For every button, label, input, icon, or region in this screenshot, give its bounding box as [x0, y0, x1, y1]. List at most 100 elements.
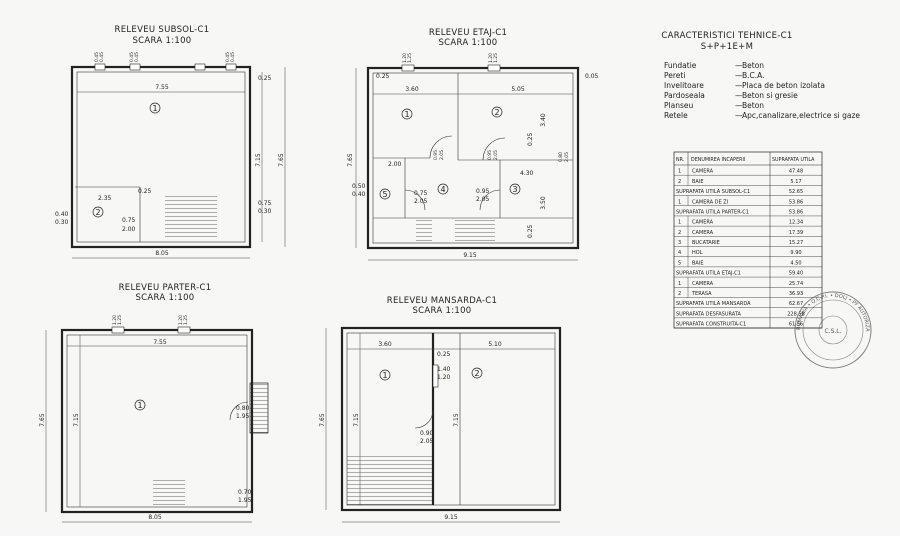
dim-label: 2.05 — [564, 152, 570, 162]
mansarda-inner-wall — [346, 332, 556, 506]
table-cell-nr: 3 — [678, 240, 681, 246]
dim-label: 8.05 — [148, 514, 162, 521]
etaj-window-1 — [401, 64, 415, 72]
parter-door-swing — [229, 401, 249, 421]
dim-label: 0.80 — [558, 152, 564, 162]
stamp-inner-ring — [802, 299, 864, 361]
plan-mansarda: RELEVEU MANSARDA-C1 SCARA 1:100 3.60 5.1… — [319, 296, 562, 523]
table-cell-total: SUPRAFATA UTILA ETAJ-C1 — [676, 271, 741, 277]
etaj-stairs-1 — [416, 218, 432, 242]
dim-label: 9.15 — [463, 252, 477, 259]
dim-label: 0.95 — [476, 188, 490, 195]
subsol-outer-wall — [70, 65, 252, 249]
dim-label: 2.00 — [388, 161, 402, 168]
parter-window-1 — [111, 326, 125, 334]
mansarda-title: RELEVEU MANSARDA-C1 — [387, 296, 497, 306]
dim-label: 1.20 — [488, 53, 494, 63]
stamp-outer-ring — [794, 291, 872, 369]
table-cell-area: 4.50 — [790, 260, 801, 266]
table-cell-area: 62.67 — [789, 301, 803, 307]
parter-scale: SCARA 1:100 — [135, 293, 194, 303]
dim-label: 3.60 — [378, 341, 392, 348]
dim-label: 2.00 — [122, 226, 136, 233]
room-marker — [379, 369, 391, 381]
table-cell-total: SUPRAFATA CONSTRUITA-C1 — [676, 322, 746, 328]
room-marker — [509, 183, 521, 195]
dim-label: 7.15 — [353, 413, 360, 427]
dim-label: 2.05 — [439, 150, 445, 160]
dim-label: 7.65 — [319, 413, 326, 427]
dim-label: 2.05 — [476, 196, 490, 203]
spec-dash: — — [735, 101, 743, 110]
subsol-title: RELEVEU SUBSOL-C1 — [115, 25, 210, 35]
spec-dash: — — [735, 111, 743, 120]
dim-label: 0.95 — [487, 150, 493, 160]
dim-label: 0.45 — [134, 52, 140, 62]
spec-dash: — — [735, 61, 743, 70]
table-cell-nr: 5 — [678, 260, 681, 266]
dim-label: 7.15 — [453, 413, 460, 427]
mansarda-outer-wall — [340, 326, 562, 512]
dim-label: 0.30 — [55, 219, 69, 226]
dim-label: 0.45 — [225, 52, 231, 62]
mansarda-window — [432, 364, 439, 388]
room-marker — [149, 102, 161, 114]
spec-value: Beton — [742, 101, 764, 110]
table-cell-area: 9.90 — [790, 250, 801, 256]
dim-label: 9.15 — [444, 514, 458, 521]
room-number: 4 — [440, 185, 445, 194]
spec-label: Invelitoare — [664, 81, 704, 90]
parter-title: RELEVEU PARTER-C1 — [119, 283, 212, 293]
dim-label: 1.25 — [117, 315, 123, 325]
etaj-door-swing — [479, 189, 501, 211]
room-marker — [437, 183, 449, 195]
room-number: 2 — [474, 369, 479, 378]
spec-dash: — — [735, 71, 743, 80]
dim-label: 1.40 — [437, 366, 451, 373]
table-cell-area: 53.86 — [789, 199, 803, 205]
dim-label: 0.40 — [352, 191, 366, 198]
spec-value: Placa de beton izolata — [742, 81, 825, 90]
spec-value: Beton si gresie — [742, 91, 798, 100]
table-cell-area: 52.65 — [789, 189, 803, 195]
room-number: 1 — [152, 104, 157, 113]
dim-label: 0.50 — [352, 183, 366, 190]
table-cell-name: BAIE — [692, 260, 703, 266]
dim-label: 7.65 — [347, 153, 354, 167]
table-cell-nr: 1 — [678, 169, 681, 175]
table-cell-area: 25.74 — [789, 281, 803, 287]
plan-subsol: RELEVEU SUBSOL-C1 SCARA 1:100 0.45 0.45 … — [55, 25, 286, 259]
mansarda-scale: SCARA 1:100 — [412, 306, 471, 316]
dim-label: 0.25 — [527, 132, 534, 146]
plan-etaj: RELEVEU ETAJ-C1 SCARA 1:100 1.20 1.25 1.… — [347, 28, 599, 261]
dim-label: 1.25 — [493, 53, 499, 63]
dim-label: 7.15 — [73, 413, 80, 427]
dim-label: 0.25 — [376, 73, 390, 80]
stamp-center-ring — [818, 315, 848, 345]
stamp-center-text: C.S.L. — [824, 328, 841, 335]
table-cell-nr: 4 — [678, 250, 681, 256]
table-cell-area: 228.58 — [787, 311, 805, 317]
dim-label: 2.05 — [493, 150, 499, 160]
table-cell-nr: 1 — [678, 220, 681, 226]
room-number: 1 — [137, 401, 142, 410]
dim-label: 0.25 — [138, 188, 152, 195]
dim-label: 8.05 — [155, 250, 169, 257]
dim-label: 0.70 — [238, 489, 252, 496]
spec-value: B.C.A. — [742, 71, 765, 80]
dim-label: 0.75 — [414, 190, 428, 197]
room-marker — [134, 399, 146, 411]
table-cell-nr: 2 — [678, 230, 681, 236]
etaj-window-2 — [487, 64, 501, 72]
dim-label: 0.45 — [230, 52, 236, 62]
mansarda-stairs — [347, 455, 433, 505]
table-cell-name: TERASA — [691, 291, 712, 297]
dim-label: 4.30 — [520, 170, 534, 177]
dim-label: 1.20 — [178, 315, 184, 325]
spec-dash: — — [735, 81, 743, 90]
table-cell-nr: 2 — [678, 291, 681, 297]
table-cell-area: 5.17 — [790, 179, 801, 185]
room-marker — [92, 206, 104, 218]
specs-subtitle: S+P+1E+M — [701, 42, 753, 52]
